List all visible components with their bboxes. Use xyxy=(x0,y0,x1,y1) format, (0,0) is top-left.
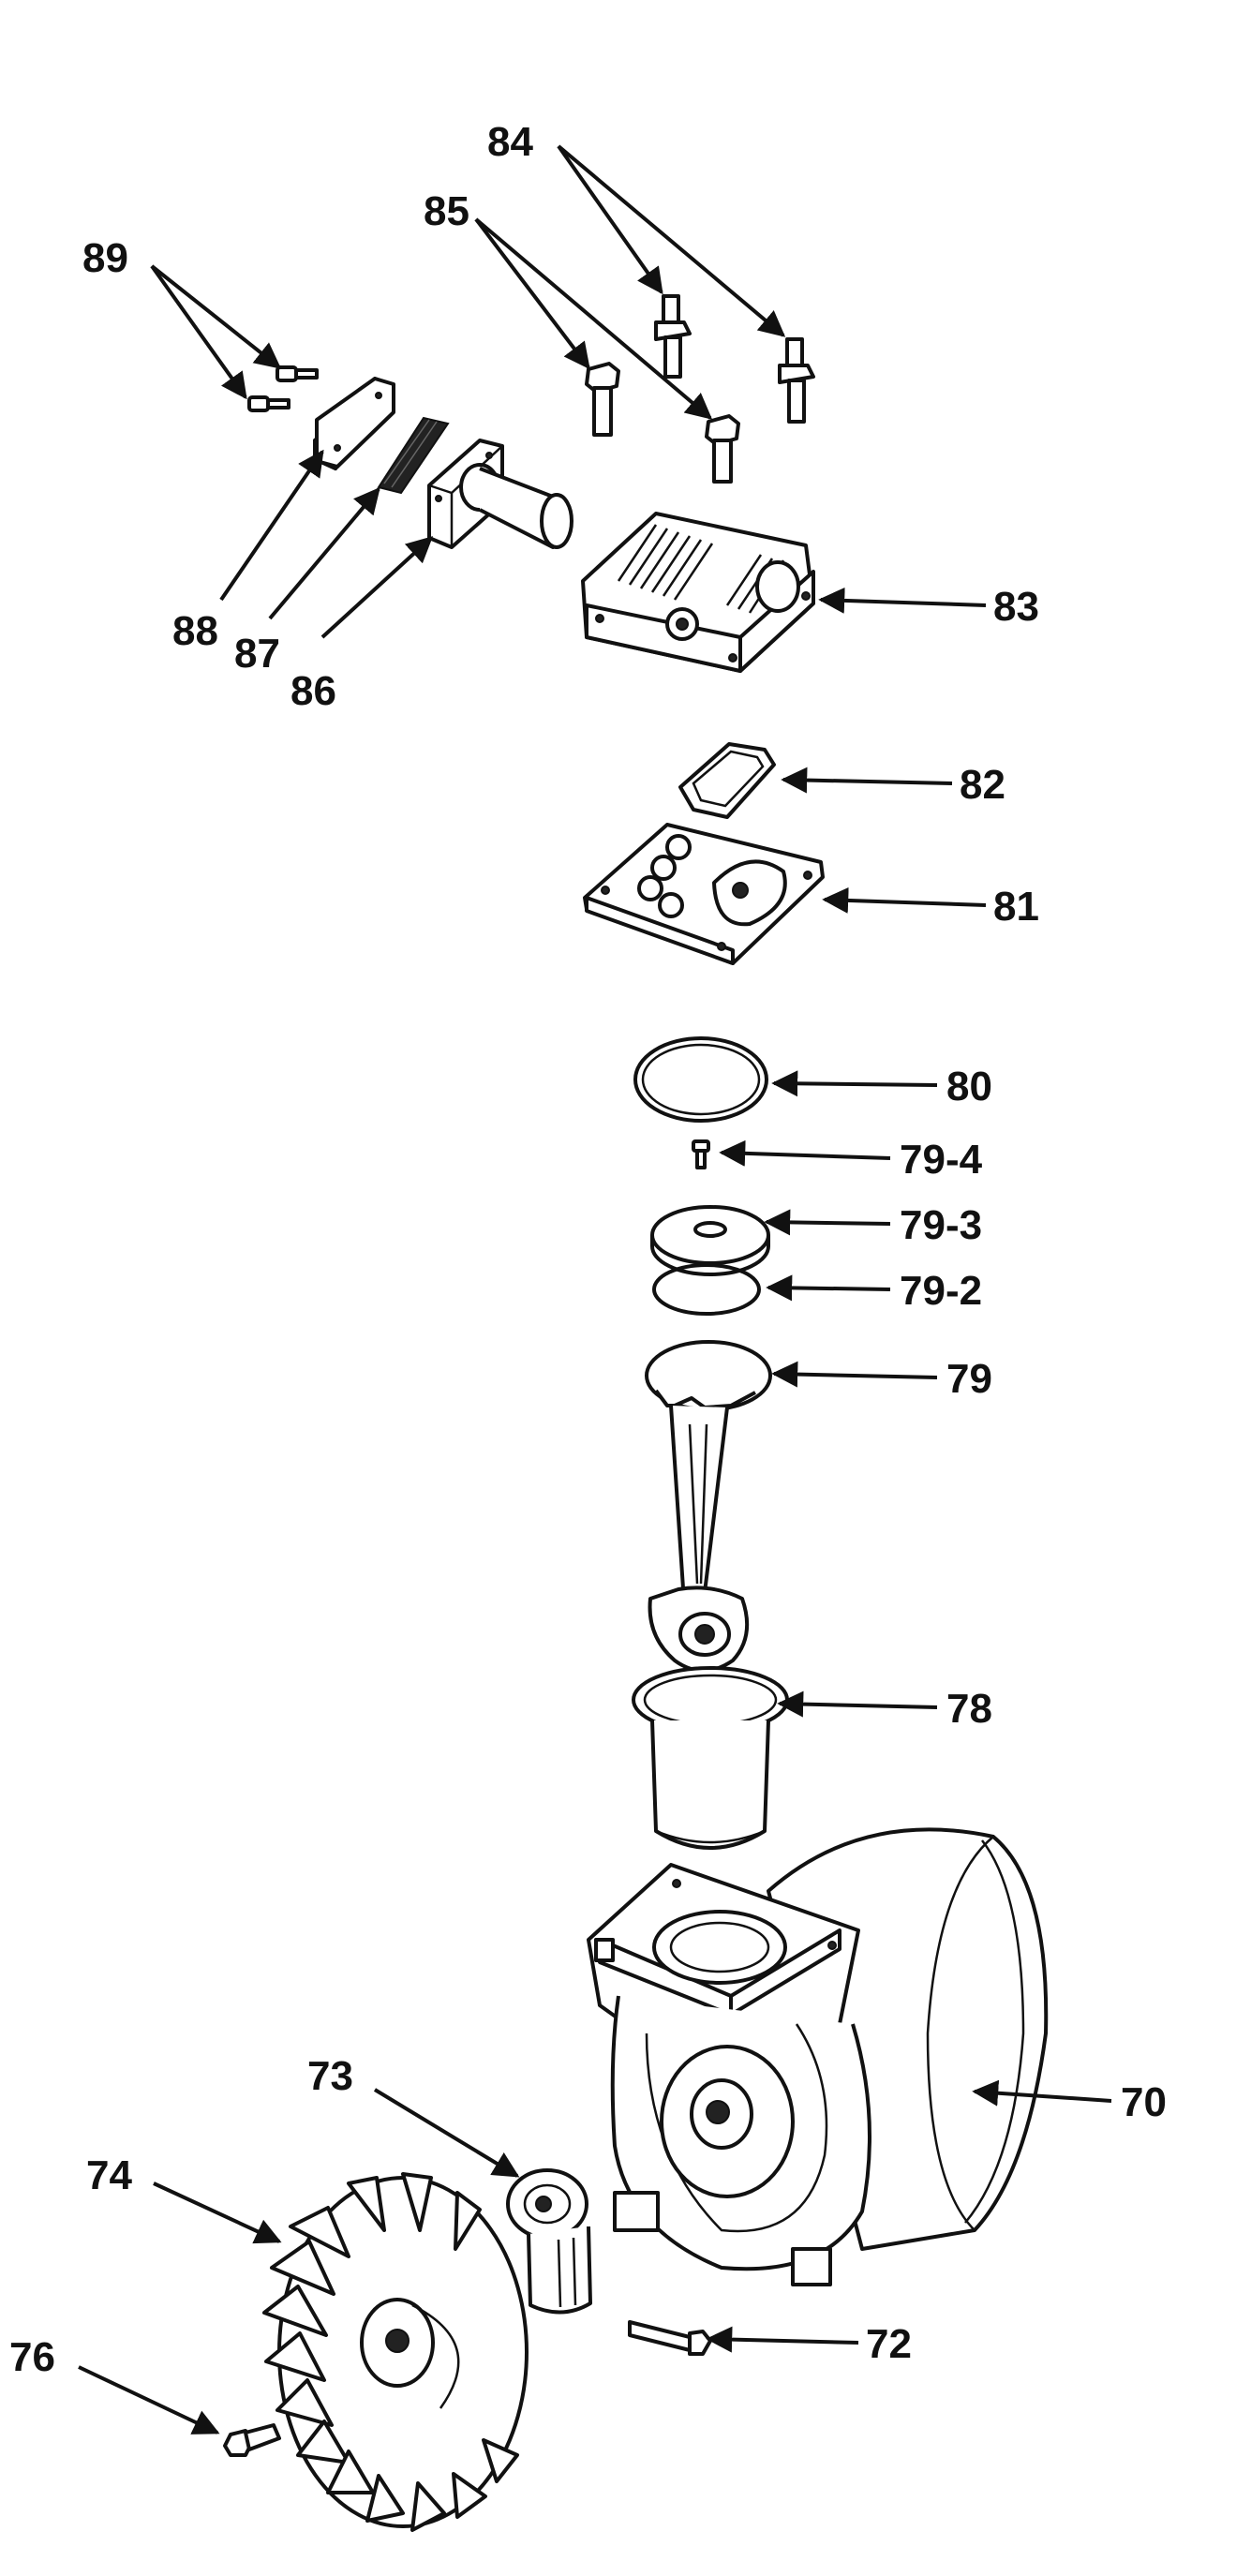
part-89-screws xyxy=(247,365,319,412)
leader-79-4 xyxy=(719,1139,891,1167)
part-88-block xyxy=(313,377,395,470)
part-72-bolt xyxy=(628,2320,712,2356)
part-70-motor-crankcase xyxy=(587,1827,1049,2286)
callout-88: 88 xyxy=(172,608,218,654)
part-83-cylinder-head xyxy=(581,512,815,673)
leader-89-b xyxy=(150,264,247,400)
part-78-cylinder-sleeve xyxy=(632,1666,789,1850)
callout-86: 86 xyxy=(290,668,336,714)
leader-84-b xyxy=(557,144,786,337)
screw-89-b xyxy=(247,395,290,412)
stud-84-a xyxy=(654,294,692,379)
part-82-gasket xyxy=(678,742,776,819)
part-87-filter xyxy=(377,416,450,495)
callout-79-2: 79-2 xyxy=(900,1268,982,1314)
leader-70 xyxy=(972,2079,1112,2107)
part-79-2-ring xyxy=(652,1263,761,1316)
part-79-connecting-rod xyxy=(645,1340,772,1696)
leader-87 xyxy=(268,486,380,620)
leader-88 xyxy=(219,449,324,602)
callout-85: 85 xyxy=(424,188,469,234)
callout-labels: 89 88 87 86 85 84 83 82 81 80 79-4 79-3 … xyxy=(9,119,1167,2380)
part-76-bolt xyxy=(223,2423,281,2457)
callout-79: 79 xyxy=(946,1356,992,1402)
leader-86 xyxy=(320,536,434,639)
callout-73: 73 xyxy=(307,2053,353,2099)
callout-78: 78 xyxy=(946,1686,992,1732)
leader-79-3 xyxy=(764,1209,891,1236)
callout-74: 74 xyxy=(86,2152,132,2198)
leader-82 xyxy=(781,767,953,794)
fan-blades xyxy=(262,2172,519,2532)
callout-81: 81 xyxy=(993,884,1039,930)
callout-79-3: 79-3 xyxy=(900,1202,982,1248)
part-80-o-ring xyxy=(633,1036,768,1123)
part-81-valve-plate xyxy=(583,823,825,965)
leader-79 xyxy=(771,1361,938,1388)
part-84-studs xyxy=(654,294,815,424)
part-74-fan xyxy=(262,2172,529,2532)
callout-72: 72 xyxy=(866,2321,912,2367)
callout-79-4: 79-4 xyxy=(900,1137,983,1183)
leader-80 xyxy=(771,1070,938,1097)
part-79-4-screw xyxy=(692,1139,710,1169)
leader-81 xyxy=(822,886,987,914)
callout-84: 84 xyxy=(487,119,533,165)
leader-79-2 xyxy=(766,1274,891,1302)
callout-80: 80 xyxy=(946,1064,992,1109)
leader-83 xyxy=(818,587,987,614)
leader-85-b xyxy=(474,217,713,420)
leader-85-a xyxy=(474,217,590,370)
leader-74 xyxy=(153,2181,282,2244)
part-85-bolts xyxy=(585,362,740,484)
leader-89-a xyxy=(150,264,282,369)
callout-76: 76 xyxy=(9,2334,55,2380)
screw-89-a xyxy=(276,365,319,382)
leader-76 xyxy=(78,2365,220,2435)
part-73-hub xyxy=(506,2168,592,2315)
bolt-85-b xyxy=(705,414,740,484)
bolt-85-a xyxy=(585,362,620,437)
leader-72 xyxy=(706,2326,859,2353)
callout-89: 89 xyxy=(82,235,128,281)
leader-lines xyxy=(78,144,1112,2435)
callout-70: 70 xyxy=(1121,2079,1167,2125)
callout-82: 82 xyxy=(960,762,1005,808)
leader-78 xyxy=(777,1690,938,1718)
callout-87: 87 xyxy=(234,631,280,677)
callout-83: 83 xyxy=(993,584,1039,630)
leader-84-a xyxy=(557,144,663,295)
leader-73 xyxy=(373,2088,520,2178)
stud-84-b xyxy=(778,337,815,424)
part-86-intake-adapter xyxy=(427,439,573,549)
